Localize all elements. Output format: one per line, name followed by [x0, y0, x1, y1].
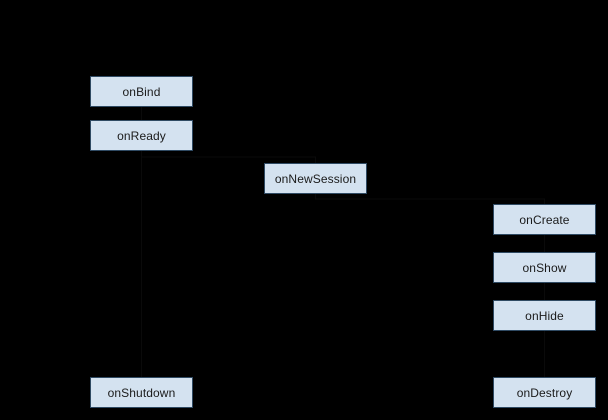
node-onshutdown[interactable]: onShutdown — [90, 377, 193, 408]
node-label-onshow: onShow — [522, 260, 567, 275]
node-label-onready: onReady — [117, 128, 166, 143]
node-label-ondestroy: onDestroy — [516, 385, 573, 400]
node-label-onnewsession: onNewSession — [274, 171, 357, 186]
node-onshow[interactable]: onShow — [493, 252, 596, 283]
node-label-onshutdown: onShutdown — [107, 385, 176, 400]
node-onready[interactable]: onReady — [90, 120, 193, 151]
node-label-onhide: onHide — [525, 308, 564, 323]
node-oncreate[interactable]: onCreate — [493, 204, 596, 235]
node-ondestroy[interactable]: onDestroy — [493, 377, 596, 408]
node-onhide[interactable]: onHide — [493, 300, 596, 331]
node-label-onbind: onBind — [122, 84, 161, 99]
node-onnewsession[interactable]: onNewSession — [264, 163, 367, 194]
node-onbind[interactable]: onBind — [90, 76, 193, 107]
node-label-oncreate: onCreate — [519, 212, 570, 227]
